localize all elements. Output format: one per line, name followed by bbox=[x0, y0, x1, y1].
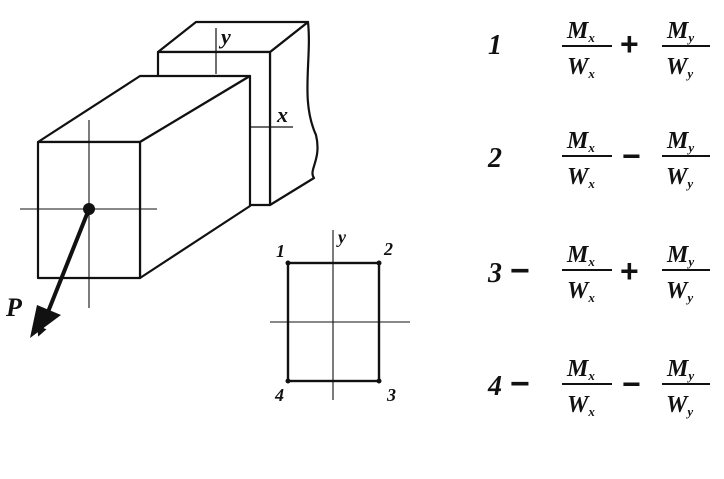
formula-row-2: 2 Mx Wx − My Wy bbox=[487, 128, 710, 191]
corner-point-1 bbox=[285, 260, 291, 266]
formula-row-1: 1 Mx Wx + My Wy bbox=[488, 18, 710, 81]
term1-numerator: Mx bbox=[566, 356, 595, 383]
formula-lead-sign: − bbox=[510, 365, 530, 403]
term1-denominator: Wx bbox=[567, 392, 595, 419]
force-arrowhead bbox=[30, 305, 61, 338]
support-side-face bbox=[268, 20, 319, 207]
term2-numerator: My bbox=[666, 18, 694, 45]
term2-denominator: Wy bbox=[666, 54, 693, 81]
term2-denominator: Wy bbox=[666, 164, 693, 191]
term1-numerator: Mx bbox=[566, 128, 595, 155]
term2-denominator: Wy bbox=[666, 278, 693, 305]
y-axis-label: y bbox=[218, 24, 231, 49]
beam bbox=[36, 74, 252, 280]
term2-numerator: My bbox=[666, 242, 694, 269]
formula-row-3: 3 − Mx Wx + My Wy bbox=[487, 242, 710, 305]
formula-point-label: 2 bbox=[487, 143, 502, 174]
formula-point-label: 3 bbox=[487, 258, 502, 289]
corner-label-2: 2 bbox=[383, 239, 393, 259]
term2-numerator: My bbox=[666, 128, 694, 155]
term1-denominator: Wx bbox=[567, 54, 595, 81]
formula-operator: − bbox=[622, 366, 641, 402]
term2-numerator: My bbox=[666, 356, 694, 383]
corner-point-4 bbox=[285, 378, 291, 384]
formula-row-4: 4 − Mx Wx − My Wy bbox=[487, 356, 710, 419]
formula-point-label: 4 bbox=[487, 371, 502, 402]
term1-denominator: Wx bbox=[567, 278, 595, 305]
term1-numerator: Mx bbox=[566, 18, 595, 45]
section-y-axis-label: y bbox=[336, 227, 347, 247]
formula-list: 1 Mx Wx + My Wy 2 Mx Wx − My Wy 3 − Mx bbox=[487, 18, 710, 419]
formula-operator: + bbox=[620, 253, 639, 289]
force-label: P bbox=[5, 293, 23, 322]
formula-lead-sign: − bbox=[510, 252, 530, 290]
cross-section: y 1 2 3 4 bbox=[270, 227, 410, 405]
corner-label-3: 3 bbox=[386, 385, 396, 405]
x-axis-label: x bbox=[276, 102, 288, 127]
term2-denominator: Wy bbox=[666, 392, 693, 419]
term1-numerator: Mx bbox=[566, 242, 595, 269]
corner-point-3 bbox=[376, 378, 382, 384]
term1-denominator: Wx bbox=[567, 164, 595, 191]
corner-label-4: 4 bbox=[274, 385, 284, 405]
corner-point-2 bbox=[376, 260, 382, 266]
formula-operator: − bbox=[622, 138, 641, 174]
formula-operator: + bbox=[620, 26, 639, 62]
formula-point-label: 1 bbox=[488, 30, 502, 61]
corner-label-1: 1 bbox=[276, 241, 285, 261]
